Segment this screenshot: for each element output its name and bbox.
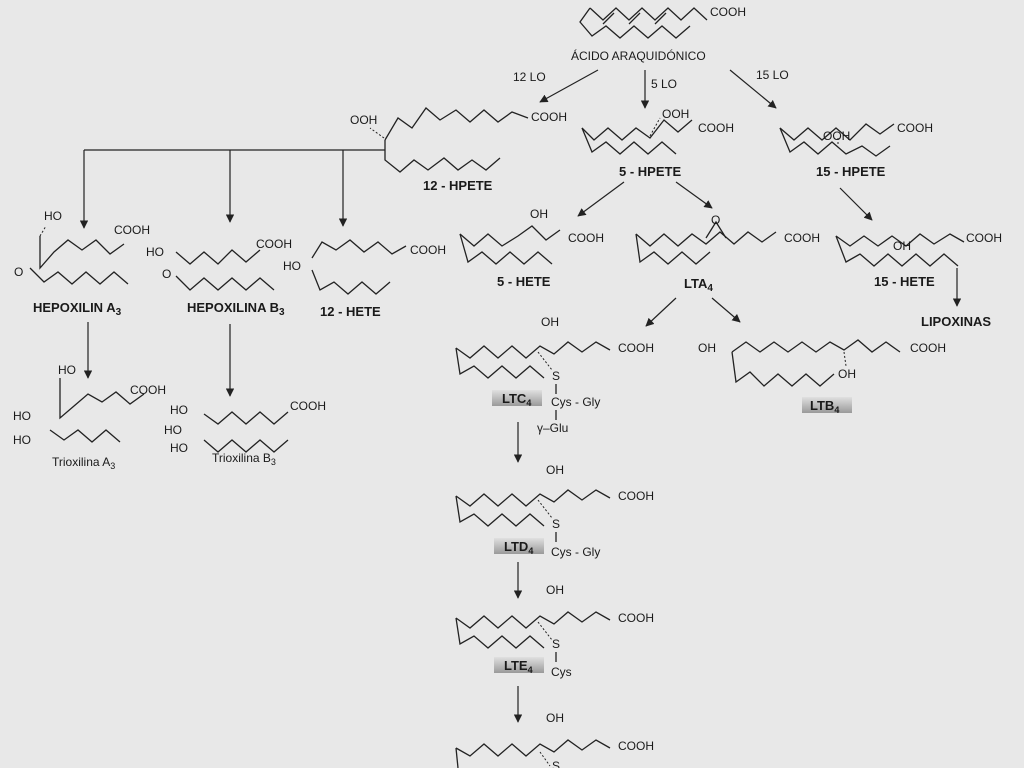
ltc4-glu: γ–Glu bbox=[537, 421, 568, 435]
enzyme-5-lo: 5 LO bbox=[651, 77, 677, 91]
5-hete-cooh: COOH bbox=[568, 231, 604, 245]
ltd4-structure: OH COOH S Cys - Gly LTD4 bbox=[455, 463, 654, 559]
lte4-cys: Cys bbox=[551, 665, 572, 679]
hepoxilin-a3-name: HEPOXILIN A3 bbox=[33, 300, 122, 318]
15-hpete-structure: OOH COOH 15 - HPETE bbox=[779, 121, 933, 179]
15-hpete-cooh: COOH bbox=[897, 121, 933, 135]
trioxilin-a3-name: Trioxilina A3 bbox=[52, 455, 115, 471]
bottom-leukotriene-structure: OH COOH S bbox=[455, 711, 654, 768]
trioxilin-b3-ho-3: HO bbox=[170, 441, 188, 455]
ltc4-cooh: COOH bbox=[618, 341, 654, 355]
15-hpete-name: 15 - HPETE bbox=[816, 164, 886, 179]
ltb4-oh-2: OH bbox=[838, 367, 856, 381]
5-hpete-ooh: OOH bbox=[662, 107, 689, 121]
lta4-epoxide-o: O bbox=[711, 213, 720, 227]
hepoxilin-a3-o: O bbox=[14, 265, 23, 279]
ltd4-badge bbox=[494, 538, 544, 554]
15-hete-cooh: COOH bbox=[966, 231, 1002, 245]
trioxilin-a3-ho-3: HO bbox=[13, 433, 31, 447]
arrow-to-12-hpete bbox=[539, 69, 599, 103]
12-hete-cooh: COOH bbox=[410, 243, 446, 257]
5-hpete-name: 5 - HPETE bbox=[619, 164, 681, 179]
enzyme-12-lo: 12 LO bbox=[513, 70, 546, 84]
lte4-structure: OH COOH S Cys LTE4 bbox=[455, 583, 654, 679]
ltc4-s: S bbox=[552, 369, 560, 383]
trioxilin-b3-cooh: COOH bbox=[290, 399, 326, 413]
ltc4-name: LTC4 bbox=[502, 391, 531, 408]
arrow-to-5-hete bbox=[577, 181, 625, 217]
hepoxilin-a3-structure: HO O COOH HEPOXILIN A3 bbox=[14, 209, 150, 318]
ltc4-badge bbox=[492, 390, 542, 406]
arrow-to-15-hpete bbox=[729, 69, 777, 109]
enzyme-15-lo: 15 LO bbox=[756, 68, 789, 82]
ltb4-oh-1: OH bbox=[698, 341, 716, 355]
ltd4-oh: OH bbox=[546, 463, 564, 477]
ltc4-structure: OH COOH S Cys - Gly γ–Glu LTC4 bbox=[455, 315, 654, 435]
hepoxilin-b3-structure: HO O COOH HEPOXILINA B3 bbox=[146, 237, 292, 318]
15-hete-name: 15 - HETE bbox=[874, 274, 935, 289]
trioxilin-a3-ho-1: HO bbox=[58, 363, 76, 377]
5-hpete-structure: OOH COOH 5 - HPETE bbox=[581, 107, 734, 179]
5-hete-structure: OH COOH 5 - HETE bbox=[459, 207, 604, 289]
lipoxinas-label: LIPOXINAS bbox=[921, 314, 991, 329]
lte4-s: S bbox=[552, 637, 560, 651]
ltc4-cys-gly: Cys - Gly bbox=[551, 395, 600, 409]
arrow-to-15-hete bbox=[839, 187, 873, 221]
15-hete-structure: OH COOH 15 - HETE bbox=[835, 231, 1002, 289]
lta4-cooh: COOH bbox=[784, 231, 820, 245]
hepoxilin-b3-name: HEPOXILINA B3 bbox=[187, 300, 285, 318]
arachidonic-acid-structure: COOH ÁCIDO ARAQUIDÓNICO bbox=[571, 5, 746, 63]
trioxilin-b3-name: Trioxilina B3 bbox=[212, 451, 276, 467]
hepoxilin-b3-o: O bbox=[162, 267, 171, 281]
arrow-to-lta4 bbox=[675, 181, 713, 209]
lte4-oh: OH bbox=[546, 583, 564, 597]
lte4-cooh: COOH bbox=[618, 611, 654, 625]
trioxilin-b3-ho-1: HO bbox=[170, 403, 188, 417]
trioxilin-a3-ho-2: HO bbox=[13, 409, 31, 423]
12-hete-structure: HO COOH 12 - HETE bbox=[283, 239, 446, 319]
ltb4-cooh: COOH bbox=[910, 341, 946, 355]
arrow-to-ltc4 bbox=[645, 297, 677, 327]
trioxilin-a3-structure: HO HO HO COOH Trioxilina A3 bbox=[13, 363, 166, 471]
hepoxilin-a3-cooh: COOH bbox=[114, 223, 150, 237]
hepoxilin-b3-ho: HO bbox=[146, 245, 164, 259]
bottom-oh: OH bbox=[546, 711, 564, 725]
12-hete-ho: HO bbox=[283, 259, 301, 273]
lte4-name: LTE4 bbox=[504, 658, 533, 675]
ltb4-name: LTB4 bbox=[810, 398, 839, 415]
lta4-name: LTA4 bbox=[684, 276, 713, 294]
lte4-badge bbox=[494, 657, 544, 673]
lta4-structure: O COOH LTA4 bbox=[635, 213, 820, 294]
hepoxilin-a3-ho: HO bbox=[44, 209, 62, 223]
5-hete-oh: OH bbox=[530, 207, 548, 221]
trioxilin-a3-cooh: COOH bbox=[130, 383, 166, 397]
12-hpete-cooh: COOH bbox=[531, 110, 567, 124]
ltd4-name: LTD4 bbox=[504, 539, 533, 556]
trioxilin-b3-structure: HO HO HO COOH Trioxilina B3 bbox=[164, 399, 326, 467]
15-hete-oh: OH bbox=[893, 239, 911, 253]
bottom-cooh: COOH bbox=[618, 739, 654, 753]
5-hete-name: 5 - HETE bbox=[497, 274, 551, 289]
12-hete-name: 12 - HETE bbox=[320, 304, 381, 319]
12-hpete-name: 12 - HPETE bbox=[423, 178, 493, 193]
arachidonic-acid-name: ÁCIDO ARAQUIDÓNICO bbox=[571, 48, 706, 63]
ltd4-cooh: COOH bbox=[618, 489, 654, 503]
ltd4-s: S bbox=[552, 517, 560, 531]
15-hpete-ooh: OOH bbox=[823, 129, 850, 143]
5-hpete-cooh: COOH bbox=[698, 121, 734, 135]
ltc4-oh: OH bbox=[541, 315, 559, 329]
12-hpete-ooh: OOH bbox=[350, 113, 377, 127]
trioxilin-b3-ho-2: HO bbox=[164, 423, 182, 437]
12-hpete-structure: OOH COOH 12 - HPETE bbox=[350, 107, 567, 193]
ltb4-badge bbox=[802, 397, 852, 413]
arachidonic-cooh-label: COOH bbox=[710, 5, 746, 19]
arrow-to-ltb4 bbox=[711, 297, 741, 323]
ltb4-structure: OH OH COOH LTB4 bbox=[698, 339, 946, 415]
ltd4-cys-gly: Cys - Gly bbox=[551, 545, 600, 559]
bottom-s: S bbox=[552, 759, 560, 768]
hepoxilin-b3-cooh: COOH bbox=[256, 237, 292, 251]
